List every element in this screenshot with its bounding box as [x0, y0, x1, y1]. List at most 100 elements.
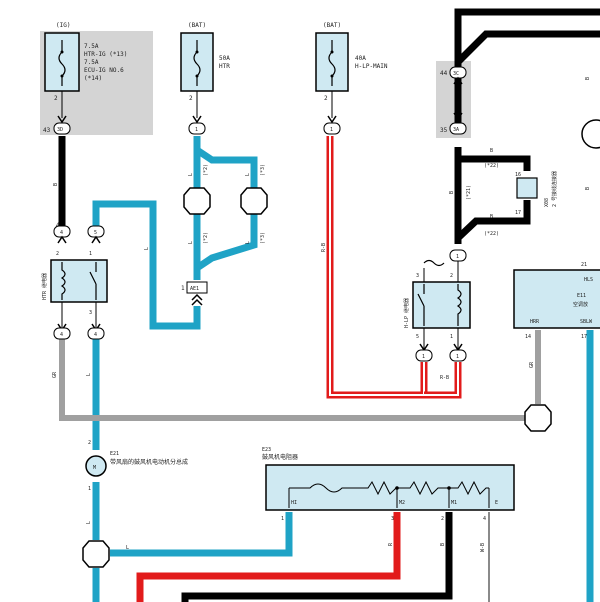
- label-gr-2: GR: [529, 361, 535, 368]
- fuse-htr-line-2: HTR: [219, 63, 230, 70]
- htr-relay-pin-4: 2: [56, 251, 59, 257]
- junction-num-top: 44: [440, 70, 448, 77]
- hlp-relay-pin-4: 5: [416, 334, 419, 340]
- fuse-ig-line-4: ECU-IG NO.6: [84, 67, 124, 74]
- htr-relay-pin-8: 4: [94, 332, 97, 338]
- fuse-ig-pin: 2: [54, 95, 58, 102]
- e21-blower-motor: 2 M 1 E21 带风扇的鼓风机电动机分总成: [85, 440, 188, 492]
- label-l-6: L: [86, 373, 92, 376]
- connector-x08: 16 17 X08 2 号接线连接器 (*22) (*21) (*22): [466, 163, 558, 237]
- black-wire-m1: [181, 512, 453, 602]
- e23-terminal-e: E: [495, 500, 498, 506]
- x08-name: 2 号接线连接器: [551, 171, 558, 207]
- red-wire-m2: [136, 512, 401, 602]
- e11-code: E11: [577, 293, 586, 299]
- label-l-4: L: [245, 241, 251, 244]
- htr-relay-pin-3: 5: [94, 230, 97, 236]
- htr-relay: 4 4 5 2 1 HTR 继电器 3 4 4: [41, 222, 108, 340]
- htr-relay-label: HTR 继电器: [41, 273, 48, 300]
- blue-wire-network: [92, 136, 594, 602]
- e11-pin-sblw: SBLW: [580, 319, 593, 325]
- htr-relay-pin-6: 3: [89, 310, 92, 316]
- partial-component-right: [581, 119, 600, 149]
- x08-note-1: (*22): [484, 163, 499, 169]
- x08-pin-17: 17: [515, 210, 521, 216]
- e21-motor-symbol: M: [93, 465, 96, 471]
- splice-gr: [524, 404, 552, 432]
- hlp-relay: 1 3 2 H-LP 继电器 5 1 1 1: [403, 249, 471, 362]
- e11-pin-hrr: HRR: [530, 319, 540, 325]
- e11-pin-14: 14: [525, 334, 531, 340]
- fuse-ig-line-2: HTR-IG (*13): [84, 51, 127, 58]
- e11-name: 空调放: [573, 301, 588, 308]
- connector-ae1: 1 AE1: [181, 281, 208, 306]
- fuse-htr-line-1: 50A: [219, 55, 230, 62]
- e23-terminal-m1: M1: [451, 500, 457, 506]
- fuse-htr-source: (BAT): [188, 22, 206, 29]
- e21-pin-1: 1: [88, 486, 91, 492]
- x08-note-3: (*22): [484, 231, 499, 237]
- hlp-relay-pin-3: 2: [450, 273, 453, 279]
- fuse-ig-source: (IG): [56, 22, 70, 29]
- ae1-num: 1: [181, 285, 185, 292]
- junction-id-top: 3C: [453, 71, 459, 77]
- e21-name: 带风扇的鼓风机电动机分总成: [110, 458, 188, 466]
- fuse-htr-pin: 2: [189, 95, 193, 102]
- label-r: R: [388, 542, 394, 546]
- splice-l-bottom: [82, 540, 110, 568]
- e23-pin-m1: 2: [441, 516, 444, 522]
- label-n3-a: (*3): [260, 164, 266, 176]
- label-b-right-2: B: [585, 187, 591, 190]
- e21-pin-2: 2: [88, 440, 91, 446]
- e23-blower-resistor: E23 鼓风机电阻器 HI M2 M1 E 1 3 2 4: [262, 447, 515, 522]
- junction-id-bottom: 3A: [453, 127, 459, 133]
- label-b-mid: B: [449, 191, 455, 194]
- label-l-2: L: [245, 173, 251, 176]
- label-l-1: L: [188, 173, 194, 176]
- fuse-htr: (BAT) 50A HTR 2 1: [180, 22, 230, 135]
- splices: [82, 187, 552, 568]
- label-b-low: B: [490, 214, 493, 220]
- label-n2-b: (*2): [203, 232, 209, 244]
- label-wb: W-B: [480, 543, 486, 552]
- e11-pin-21: 21: [581, 262, 587, 268]
- fuse-main-line-1: 40A: [355, 55, 366, 62]
- hlp-relay-pin-6: 1: [422, 354, 425, 360]
- fuse-ig-line-3: 7.5A: [84, 59, 99, 66]
- htr-relay-pin-1: 4: [56, 222, 60, 229]
- ae1-id: AE1: [190, 286, 199, 292]
- fuse-main: (BAT) 40A H-LP-MAIN 2 1: [315, 22, 388, 135]
- x08-note-2: (*21): [466, 185, 472, 200]
- label-n2-a: (*2): [203, 164, 209, 176]
- gray-wire-gr: [59, 338, 525, 421]
- junction-connectors: 44 3C 35 3A: [440, 66, 467, 135]
- e21-code: E21: [110, 451, 119, 457]
- fuse-ig-conn-id: 3D: [57, 127, 63, 133]
- black-wire-top-right: [454, 8, 600, 244]
- hlp-relay-pin-7: 1: [456, 354, 459, 360]
- fuse-main-conn-id: 1: [330, 127, 333, 133]
- hlp-relay-label: H-LP 继电器: [403, 298, 410, 328]
- fuse-main-line-2: H-LP-MAIN: [355, 63, 388, 70]
- e23-pin-e: 4: [483, 516, 486, 522]
- label-b-right-1: B: [585, 77, 591, 80]
- label-rb-1: R-B: [321, 243, 327, 252]
- fuse-main-pin: 2: [324, 95, 328, 102]
- fuse-htr-conn-id: 1: [195, 127, 198, 133]
- junction-num-bottom: 35: [440, 127, 448, 134]
- htr-relay-pin-2: 4: [60, 230, 63, 236]
- label-l-3: L: [188, 241, 194, 244]
- fuse-ig-line-1: 7.5A: [84, 43, 99, 50]
- red-double-wire: [326, 136, 462, 399]
- splice-l-2: [183, 187, 211, 215]
- label-b-ig: B: [53, 183, 59, 186]
- label-b-m1: B: [440, 543, 446, 546]
- fuse-ig-conn-num: 43: [43, 127, 51, 134]
- splice-l-3: [240, 187, 268, 215]
- e23-terminal-m2: M2: [399, 500, 405, 506]
- label-l-8: L: [126, 545, 129, 551]
- e11-pin-hls: HLS: [584, 277, 593, 283]
- htr-relay-pin-7: 4: [60, 332, 63, 338]
- label-n3-b: (*3): [260, 232, 266, 244]
